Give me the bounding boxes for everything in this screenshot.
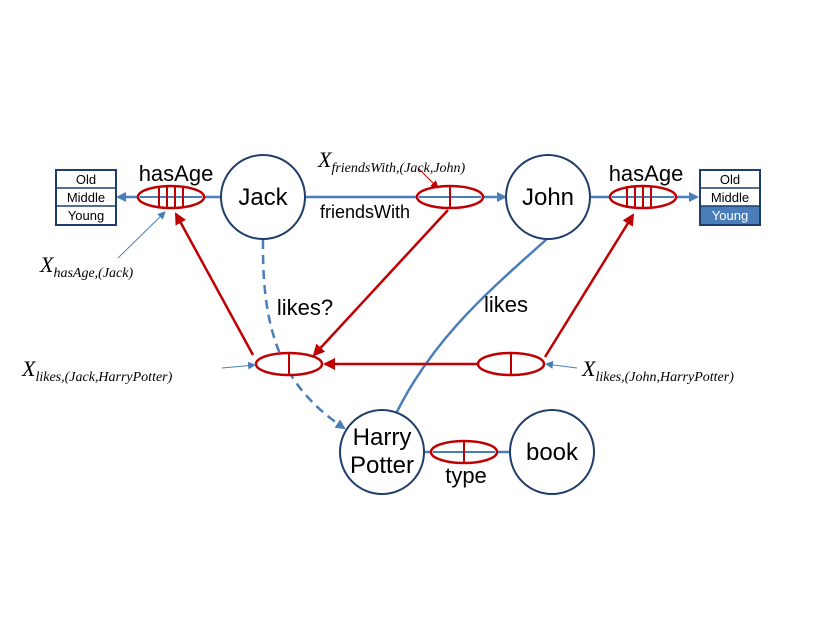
node-harry-label-line1: Harry [353,424,412,451]
label-john-hasage: hasAge [609,161,684,186]
var-likes-jack: Xlikes,(Jack,HarryPotter) [21,356,173,385]
label-jack-hasage: hasAge [139,161,214,186]
node-book-label: book [526,439,579,466]
factor-edge-likesjack-to-hasagejack [174,212,255,356]
node-harry-label-line2: Potter [350,452,414,479]
factor-type [429,439,499,465]
age-right-middle: Middle [711,190,749,205]
age-box-right: Old Middle Young [699,169,761,226]
pointer-hasage-jack-var [117,211,166,259]
factor-likes-john [476,351,546,377]
factor-edge-likesjohn-to-hasagejohn [543,213,635,358]
label-friendswith: friendsWith [320,202,410,222]
age-right-selected-fill [700,206,760,225]
pointer-likes-john-var [545,360,578,369]
node-harry-potter: Harry Potter [339,409,425,495]
node-book: book [509,409,595,495]
age-right-old: Old [720,172,740,187]
factor-edge-friends-to-likesjack [312,209,449,357]
factor-likes-jack [254,351,324,377]
age-box-left: Old Middle Young [55,169,117,226]
jack-likes-harry-edge-dashed [261,239,346,430]
node-john: John [505,154,591,240]
node-john-label: John [522,184,574,211]
pointer-likes-jack-var [221,361,256,370]
node-jack-label: Jack [238,184,288,211]
node-jack: Jack [220,154,306,240]
factor-hasage-jack [136,184,206,210]
var-likes-john: Xlikes,(John,HarryPotter) [581,356,734,385]
label-likes: likes [484,292,528,317]
john-likes-harry-edge [390,237,549,424]
age-left-young: Young [68,208,104,223]
pointer-friendswith-var [417,167,439,189]
factor-hasage-john [608,184,678,210]
label-type: type [445,463,487,488]
factor-friendswith [415,184,485,210]
var-hasage-jack: XhasAge,(Jack) [39,252,133,281]
age-left-middle: Middle [67,190,105,205]
age-left-old: Old [76,172,96,187]
var-friendswith: XfriendsWith,(Jack,John) [317,147,466,176]
label-likes-question: likes? [277,295,333,320]
age-right-young: Young [712,208,748,223]
